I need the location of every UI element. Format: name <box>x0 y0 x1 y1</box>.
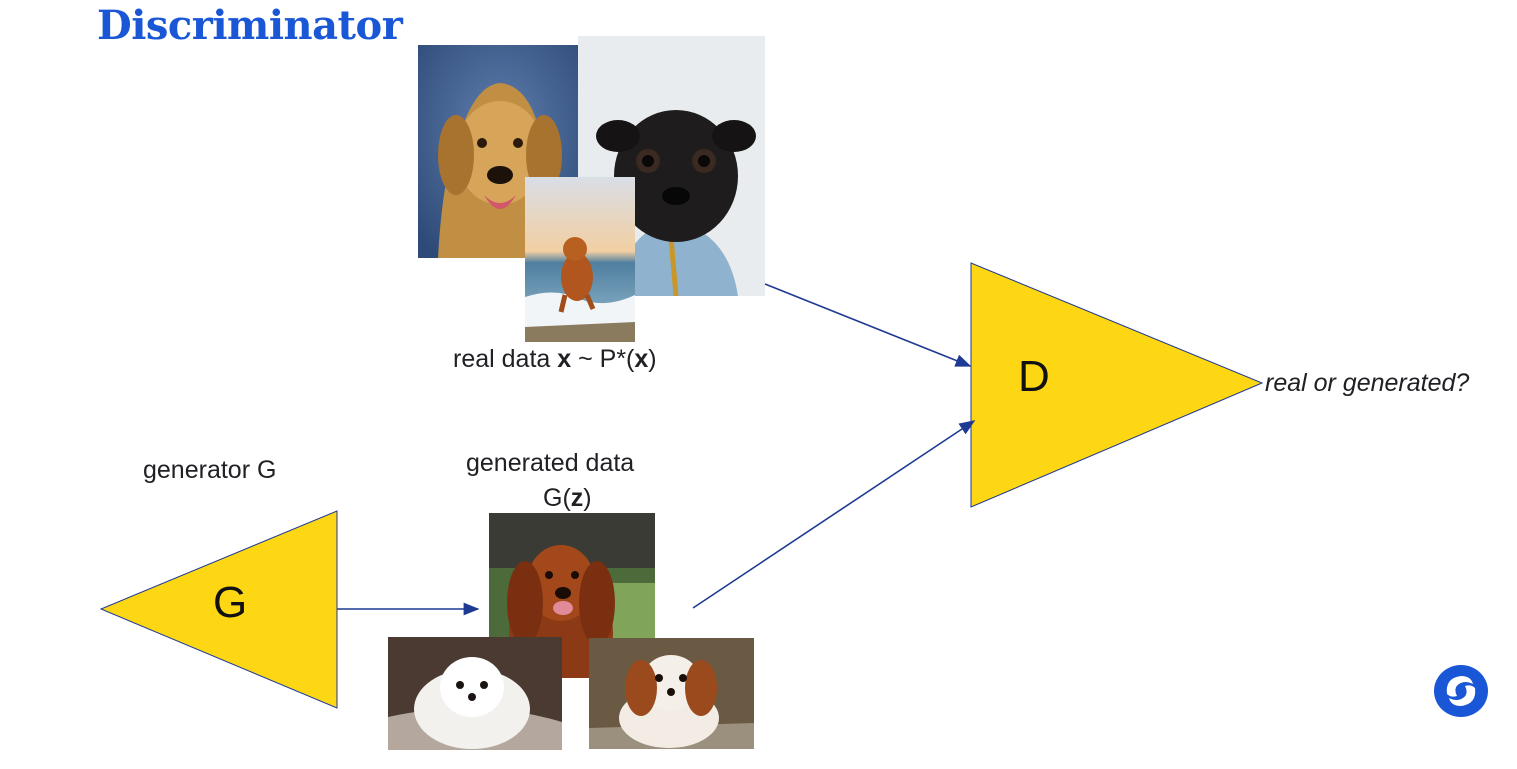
discriminator-letter: D <box>1018 352 1050 401</box>
generated-caption-z: z <box>570 484 584 512</box>
generated-data-caption-line2: G(z) <box>543 484 592 513</box>
generated-caption-suffix: ) <box>583 484 592 512</box>
arrow-real-to-discriminator <box>764 283 972 367</box>
photo-pug-in-denim-jacket <box>578 36 765 296</box>
real-data-label-mid: ~ P*( <box>571 345 635 373</box>
real-data-x2: x <box>634 345 649 373</box>
generator-letter: G <box>213 578 247 627</box>
real-data-label-prefix: real data <box>453 345 558 373</box>
real-data-x: x <box>557 345 572 373</box>
deepmind-logo-icon <box>1433 664 1489 718</box>
photo-white-maltese <box>388 637 562 750</box>
photo-dog-running-on-beach <box>525 177 635 342</box>
real-data-label: real data x ~ P*(x) <box>453 345 657 374</box>
discriminator-output-question: real or generated? <box>1265 369 1470 397</box>
photo-golden-retriever <box>418 45 582 258</box>
generated-data-caption-line1: generated data <box>466 449 635 477</box>
discriminator-triangle <box>970 262 1264 508</box>
real-data-label-suffix: ) <box>648 345 657 373</box>
slide-title: Discriminator <box>97 2 403 49</box>
generator-caption: generator G <box>143 456 277 484</box>
arrow-generated-to-discriminator <box>692 420 976 609</box>
photo-cavalier-spaniel <box>589 638 754 749</box>
generated-caption-prefix: G( <box>543 484 571 512</box>
